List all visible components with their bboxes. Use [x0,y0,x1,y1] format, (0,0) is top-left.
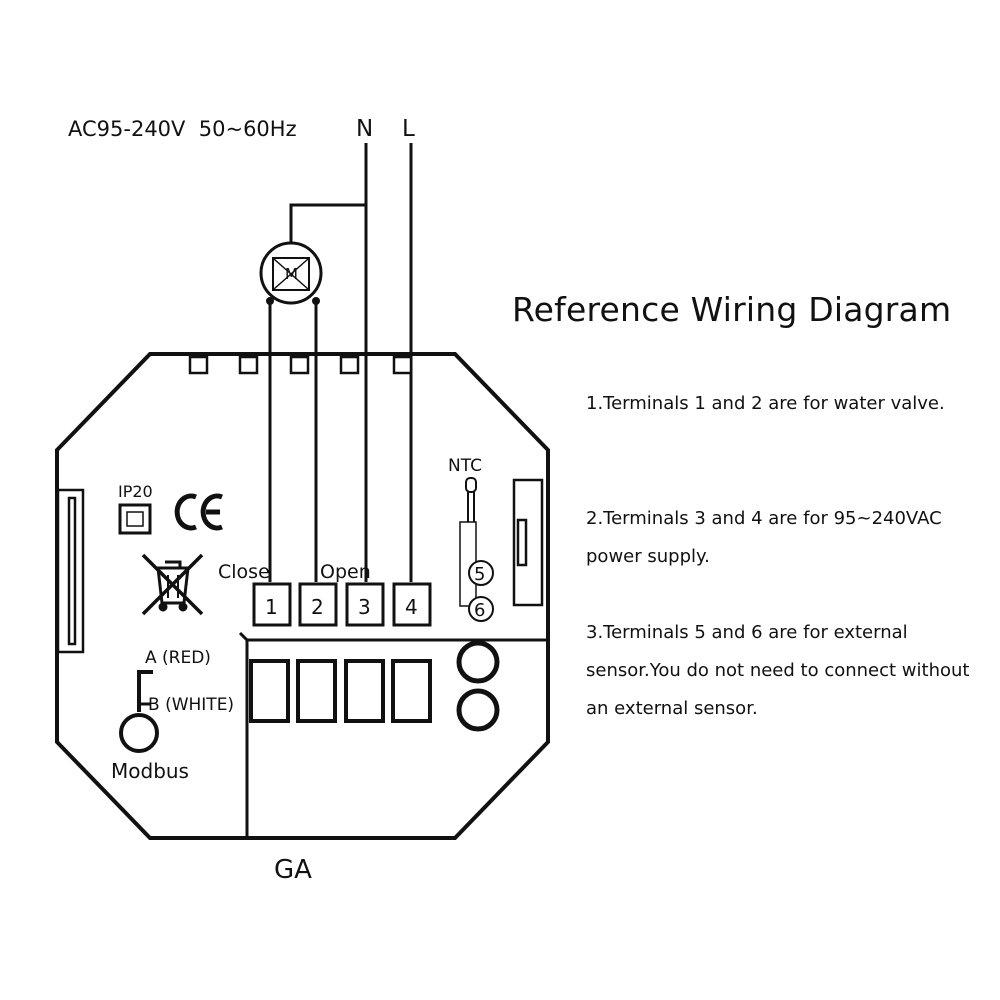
ip-rating-label: IP20 [118,482,153,501]
right-mount-bracket [512,478,544,607]
modbus-label: Modbus [111,759,189,783]
terminal-boxes [252,582,432,627]
diagram-title: Reference Wiring Diagram [512,290,952,329]
valve-motor-icon [259,241,323,305]
terminal-2-label: 2 [311,595,324,619]
supply-label: AC95-240V 50~60Hz [68,117,297,141]
ntc-label: NTC [448,456,482,476]
modbus-connector-icon [119,670,159,753]
bottom-terminal-block [238,631,547,838]
ntc-terminal-6-circle [468,596,494,622]
ip20-box-icon [118,503,152,535]
note-water-valve: 1.Terminals 1 and 2 are for water valve. [586,393,945,414]
ntc-terminal-5-circle [468,560,494,586]
live-label: L [402,116,415,142]
model-label: GA [274,855,312,885]
ntc-terminal-6-label: 6 [474,600,485,621]
modbus-b-label: B (WHITE) [148,695,234,715]
ntc-terminal-5-label: 5 [474,564,485,585]
open-label: Open [320,561,371,583]
note-power-supply: 2.Terminals 3 and 4 are for 95~240VAC po… [586,508,942,567]
ce-label: CE [0,0,2,1]
left-mount-bracket [56,488,85,654]
close-label: Close [218,561,270,583]
ntc-probe-icon [459,477,494,622]
terminal-1-box [252,582,292,627]
top-clips [188,355,413,375]
terminal-2-box [298,582,338,627]
neutral-label: N [356,116,373,142]
note-external-sensor: 3.Terminals 5 and 6 are for external sen… [586,622,970,719]
motor-neutral-wire [289,203,366,243]
terminal-4-label: 4 [405,595,418,619]
terminal-3-box [345,582,385,627]
terminal-4-box [392,582,432,627]
terminal-3-label: 3 [358,595,371,619]
modbus-a-label: A (RED) [145,648,211,668]
weee-bin-icon [141,553,204,616]
ce-mark-icon [174,493,223,531]
motor-label: M [285,265,298,283]
terminal-1-label: 1 [265,595,278,619]
